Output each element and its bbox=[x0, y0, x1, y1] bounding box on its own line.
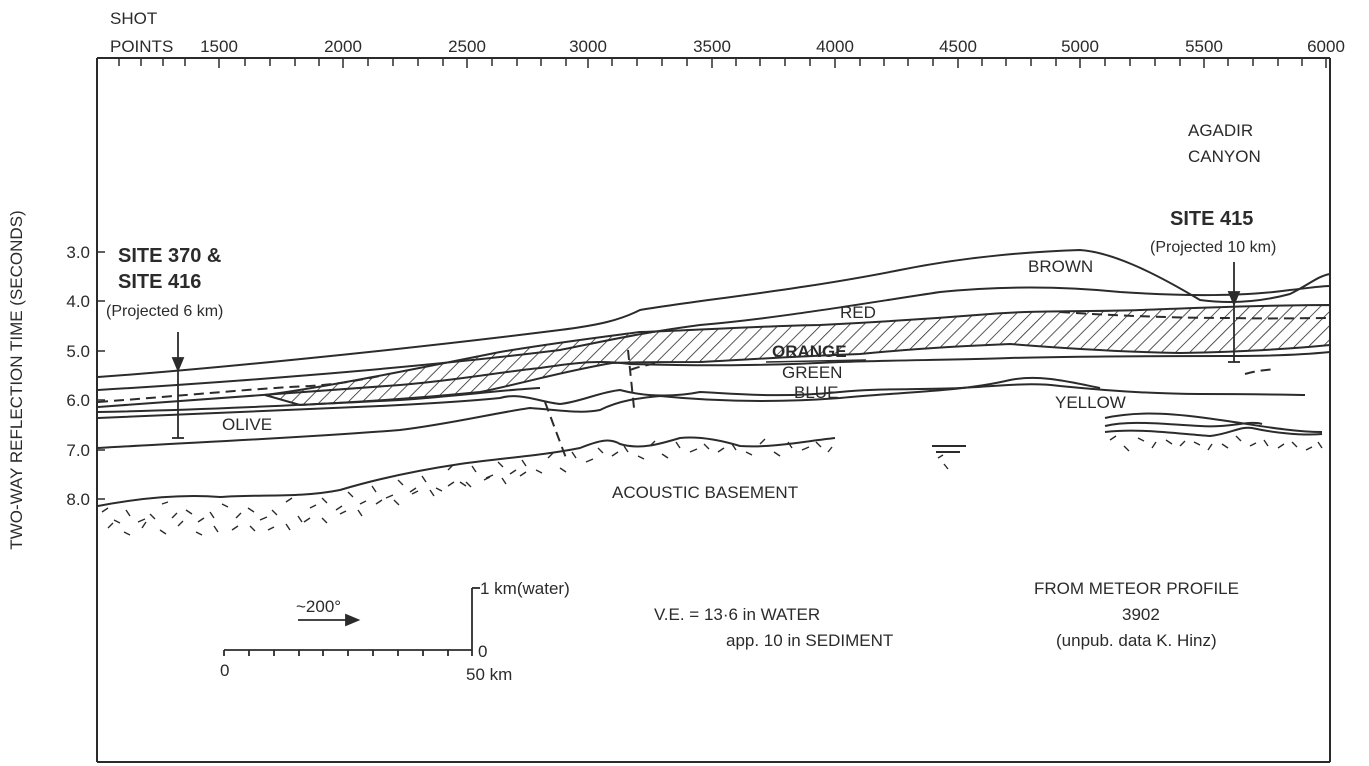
direction-arrow bbox=[298, 613, 361, 627]
ve-water-note: V.E. = 13·6 in WATER bbox=[654, 605, 820, 624]
tick-label-2000: 2000 bbox=[324, 37, 362, 56]
horizon-blue-upper bbox=[97, 387, 541, 413]
acoustic-basement-texture bbox=[101, 435, 1323, 536]
vertical-scale-zero: 0 bbox=[478, 642, 487, 661]
y-tick-3: 3.0 bbox=[66, 243, 90, 262]
tick-label-2500: 2500 bbox=[448, 37, 486, 56]
dashed-left bbox=[97, 375, 381, 403]
top-axis-ticks bbox=[118, 58, 1327, 68]
site-370-416-marker bbox=[171, 332, 185, 439]
direction-label: ~200° bbox=[296, 597, 341, 616]
label-yellow: YELLOW bbox=[1055, 393, 1126, 412]
horizontal-scale-zero: 0 bbox=[220, 661, 229, 680]
source-line-3: (unpub. data K. Hinz) bbox=[1056, 631, 1217, 650]
label-red: RED bbox=[840, 303, 876, 322]
plot-frame bbox=[96, 57, 1331, 763]
horizon-red bbox=[97, 285, 1331, 391]
points-label: POINTS bbox=[110, 37, 173, 56]
dashed-reflectors bbox=[97, 311, 1331, 459]
vertical-scale-bar bbox=[471, 587, 480, 650]
label-orange: ORANGE bbox=[772, 342, 847, 361]
tick-label-4500: 4500 bbox=[939, 37, 977, 56]
horizon-yellow bbox=[1104, 412, 1323, 433]
label-acoustic-basement: ACOUSTIC BASEMENT bbox=[612, 483, 798, 502]
small-isolated-reflector bbox=[932, 445, 966, 453]
horizon-lines bbox=[97, 248, 1331, 507]
basement-top bbox=[97, 436, 836, 507]
y-tick-8: 8.0 bbox=[66, 490, 90, 509]
canyon-label: CANYON bbox=[1188, 147, 1261, 166]
label-olive: OLIVE bbox=[222, 415, 272, 434]
tick-label-3000: 3000 bbox=[569, 37, 607, 56]
site-370-416-projection: (Projected 6 km) bbox=[106, 303, 223, 320]
shot-label: SHOT bbox=[110, 9, 157, 28]
tick-label-6000: 6000 bbox=[1307, 37, 1345, 56]
y-tick-7: 7.0 bbox=[66, 441, 90, 460]
top-tick-labels: 1500 2000 2500 3000 3500 4000 4500 5000 … bbox=[200, 37, 1345, 56]
y-tick-labels: 3.0 4.0 5.0 6.0 7.0 8.0 bbox=[66, 243, 90, 509]
horizon-yellow-lower bbox=[1104, 421, 1263, 428]
fault-1 bbox=[544, 401, 567, 459]
tick-label-1500: 1500 bbox=[200, 37, 238, 56]
ve-sediment-note: app. 10 in SEDIMENT bbox=[726, 631, 893, 650]
tick-label-5500: 5500 bbox=[1185, 37, 1223, 56]
y-axis-ticks bbox=[97, 251, 105, 500]
tick-label-3500: 3500 bbox=[693, 37, 731, 56]
horizon-olive bbox=[97, 376, 1101, 449]
source-line-2: 3902 bbox=[1122, 605, 1160, 624]
site-415-marker bbox=[1227, 262, 1241, 363]
source-line-1: FROM METEOR PROFILE bbox=[1034, 579, 1239, 598]
dashed-right-low bbox=[1244, 368, 1276, 375]
site-415-projection: (Projected 10 km) bbox=[1150, 239, 1276, 256]
horizon-labels: BROWN RED ORANGE GREEN BLUE OLIVE YELLOW… bbox=[222, 257, 1126, 502]
horizontal-scale-end: 50 km bbox=[466, 665, 512, 684]
dashed-right bbox=[1059, 311, 1331, 320]
site-370-label: SITE 370 & bbox=[118, 245, 221, 267]
site-416-label: SITE 416 bbox=[118, 271, 201, 293]
tick-label-4000: 4000 bbox=[816, 37, 854, 56]
horizon-blue bbox=[97, 383, 1306, 419]
y-tick-4: 4.0 bbox=[66, 292, 90, 311]
y-tick-5: 5.0 bbox=[66, 342, 90, 361]
label-green: GREEN bbox=[782, 363, 842, 382]
label-blue: BLUE bbox=[794, 383, 838, 402]
dashed-mid bbox=[629, 361, 661, 371]
basement-right bbox=[1104, 426, 1323, 438]
horizon-green bbox=[97, 351, 1331, 408]
fault-2 bbox=[627, 349, 635, 409]
tick-label-5000: 5000 bbox=[1061, 37, 1099, 56]
agadir-label: AGADIR bbox=[1188, 121, 1253, 140]
orange-label-underline bbox=[765, 359, 867, 363]
horizon-brown bbox=[97, 248, 1331, 378]
site-415-label: SITE 415 bbox=[1170, 208, 1253, 230]
horizontal-scale-bar bbox=[223, 649, 473, 656]
label-brown: BROWN bbox=[1028, 257, 1093, 276]
y-tick-6: 6.0 bbox=[66, 391, 90, 410]
vertical-scale-label: 1 km(water) bbox=[480, 579, 570, 598]
y-axis-label: TWO-WAY REFLECTION TIME (SECONDS) bbox=[7, 210, 26, 549]
